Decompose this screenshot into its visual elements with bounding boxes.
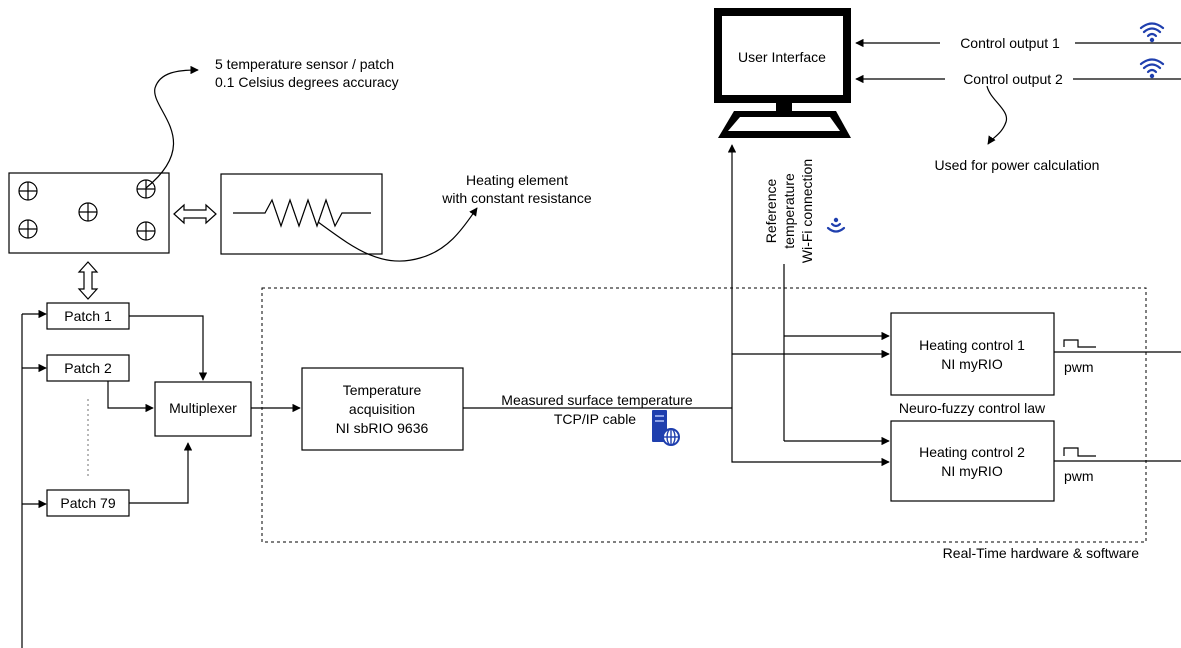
patch-label: Patch 2 <box>64 360 112 376</box>
power-note-arrow <box>986 85 1008 145</box>
link-label-line1: Measured surface temperature <box>501 392 693 408</box>
controller-2-line2: NI myRIO <box>941 463 1003 479</box>
link-label-line2: TCP/IP cable <box>554 411 636 427</box>
pwm-icon <box>1063 339 1096 348</box>
heating-element-block <box>220 173 383 255</box>
sensor-patch-block <box>8 172 170 254</box>
sensor-note-line1: 5 temperature sensor / patch <box>215 56 394 72</box>
heating-note-line2: with constant resistance <box>441 190 592 206</box>
controller-1-line2: NI myRIO <box>941 356 1003 372</box>
power-note-label: Used for power calculation <box>935 157 1100 173</box>
control-law-label: Neuro-fuzzy control law <box>899 400 1046 416</box>
controller-2-line1: Heating control 2 <box>919 444 1025 460</box>
server-icon <box>652 410 680 446</box>
vertical-label-line1: Reference <box>763 178 779 243</box>
multiplexer-label: Multiplexer <box>169 400 237 416</box>
user-interface-label: User Interface <box>738 49 826 65</box>
resistor-icon <box>233 198 371 228</box>
heating-note-line1: Heating element <box>466 172 568 188</box>
sensor-icon <box>18 219 38 239</box>
sensor-icon <box>136 179 156 199</box>
sensor-icon <box>18 181 38 201</box>
controller-1-line1: Heating control 1 <box>919 337 1025 353</box>
pwm-label-1: pwm <box>1064 359 1094 375</box>
sensor-icon <box>136 221 156 241</box>
control-output-1-label: Control output 1 <box>960 35 1060 51</box>
reference-temperature-label: Reference temperature Wi-Fi connection <box>763 159 815 263</box>
patch-box: Patch 79 <box>46 489 130 517</box>
multiplexer-box: Multiplexer <box>154 381 252 437</box>
patch-label: Patch 79 <box>60 495 115 511</box>
sensor-note-arrow <box>145 65 199 189</box>
acquisition-box: Temperature acquisition NI sbRIO 9636 <box>301 367 464 451</box>
heating-note-arrow <box>317 207 478 262</box>
vertical-label-line3: Wi-Fi connection <box>799 159 815 263</box>
double-arrow-vertical <box>77 261 99 300</box>
pwm-icon <box>1063 447 1096 457</box>
heating-control-2: Heating control 2 NI myRIO <box>890 420 1055 502</box>
vertical-label-line2: temperature <box>781 173 797 249</box>
wifi-icon <box>1139 22 1165 43</box>
wifi-icon <box>826 217 846 233</box>
monitor-icon <box>714 8 851 138</box>
realtime-region <box>261 287 1147 543</box>
acquisition-line3: NI sbRIO 9636 <box>336 420 429 436</box>
sensor-icon <box>78 202 98 222</box>
realtime-label: Real-Time hardware & software <box>943 545 1140 561</box>
sensor-note-line2: 0.1 Celsius degrees accuracy <box>215 74 399 90</box>
control-output-2-label: Control output 2 <box>963 71 1063 87</box>
acquisition-line1: Temperature <box>343 382 422 398</box>
patch-box: Patch 1 <box>46 302 130 330</box>
double-arrow-horizontal <box>173 203 217 225</box>
acquisition-line2: acquisition <box>349 401 415 417</box>
heating-control-1: Heating control 1 NI myRIO <box>890 312 1055 396</box>
pwm-label-2: pwm <box>1064 468 1094 484</box>
patch-box: Patch 2 <box>46 354 130 382</box>
patch-label: Patch 1 <box>64 308 112 324</box>
wifi-icon <box>1139 58 1165 79</box>
